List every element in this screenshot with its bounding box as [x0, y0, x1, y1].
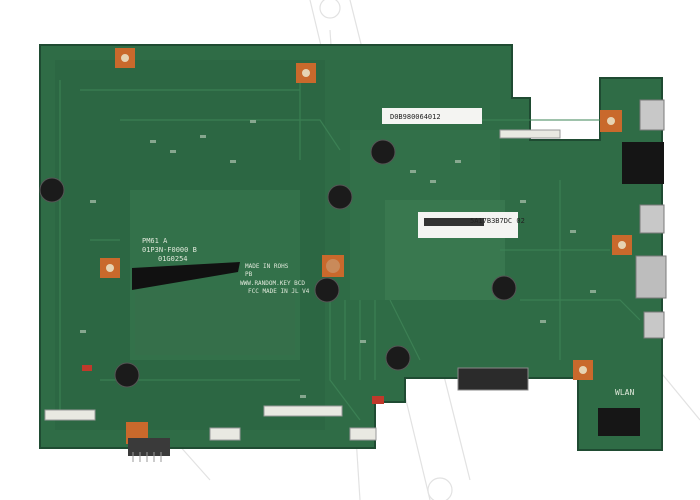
screw-hole-icon	[573, 360, 593, 380]
ports	[598, 99, 667, 436]
traces	[59, 70, 641, 421]
module-text-4: FCC MADE IN JL V4	[248, 288, 310, 295]
audio-jack-icon	[622, 142, 664, 184]
smd-components	[80, 120, 596, 398]
capacitor-icon	[370, 139, 396, 165]
screw-holes	[100, 48, 632, 444]
screw-hole-icon	[600, 110, 622, 132]
ribbon-connector	[499, 129, 561, 139]
red-marker	[82, 365, 92, 371]
ribbon-connector	[44, 409, 96, 421]
serial-sticker-top: D0B980064012	[382, 108, 482, 124]
serial-sticker-mid: 5A17B3B7DC 02	[418, 212, 525, 238]
pin-header	[128, 438, 170, 456]
ribbon-connector	[263, 405, 343, 417]
module-text-3: WWW.RANDOM.KEY BCD	[240, 280, 305, 287]
capacitor-icon	[39, 177, 65, 203]
screw-hole-icon	[296, 63, 316, 83]
screw-hole-icon	[322, 255, 344, 277]
sticker-mid-text: 5A17B3B7DC 02	[470, 217, 525, 225]
screw-hole-icon	[115, 48, 135, 68]
chip-marking-3: 01G0254	[158, 255, 188, 263]
marker-scribble	[132, 262, 240, 290]
capacitor-icon	[314, 277, 340, 303]
capacitor-icon	[327, 184, 353, 210]
bottom-connectors	[44, 129, 561, 462]
capacitor-icon	[114, 362, 140, 388]
capacitor-icon	[385, 345, 411, 371]
usb-port-icon	[639, 99, 665, 131]
module-text-1: MADE IN ROHS	[245, 263, 289, 270]
hdmi-port-icon	[635, 255, 667, 299]
capacitor-icon	[491, 275, 517, 301]
sata-connector	[457, 367, 529, 391]
chip-marking-2: 01P3N-F0000 B	[142, 246, 197, 254]
sticker-top-text: D0B980064012	[390, 113, 441, 121]
screw-hole-icon	[100, 258, 120, 278]
wlan-label: WLAN	[615, 388, 634, 397]
red-marker	[372, 396, 384, 404]
small-connector	[349, 427, 377, 441]
screw-hole-icon	[612, 235, 632, 255]
usb-port-icon	[639, 204, 665, 234]
usb-port-icon	[643, 311, 665, 339]
small-connector	[209, 427, 241, 441]
bga-chip	[135, 290, 295, 355]
capacitors	[39, 139, 517, 388]
wlan-connector	[598, 408, 640, 436]
chip-marking-1: PM61 A	[142, 237, 168, 245]
module-text-2: PB	[245, 271, 253, 278]
